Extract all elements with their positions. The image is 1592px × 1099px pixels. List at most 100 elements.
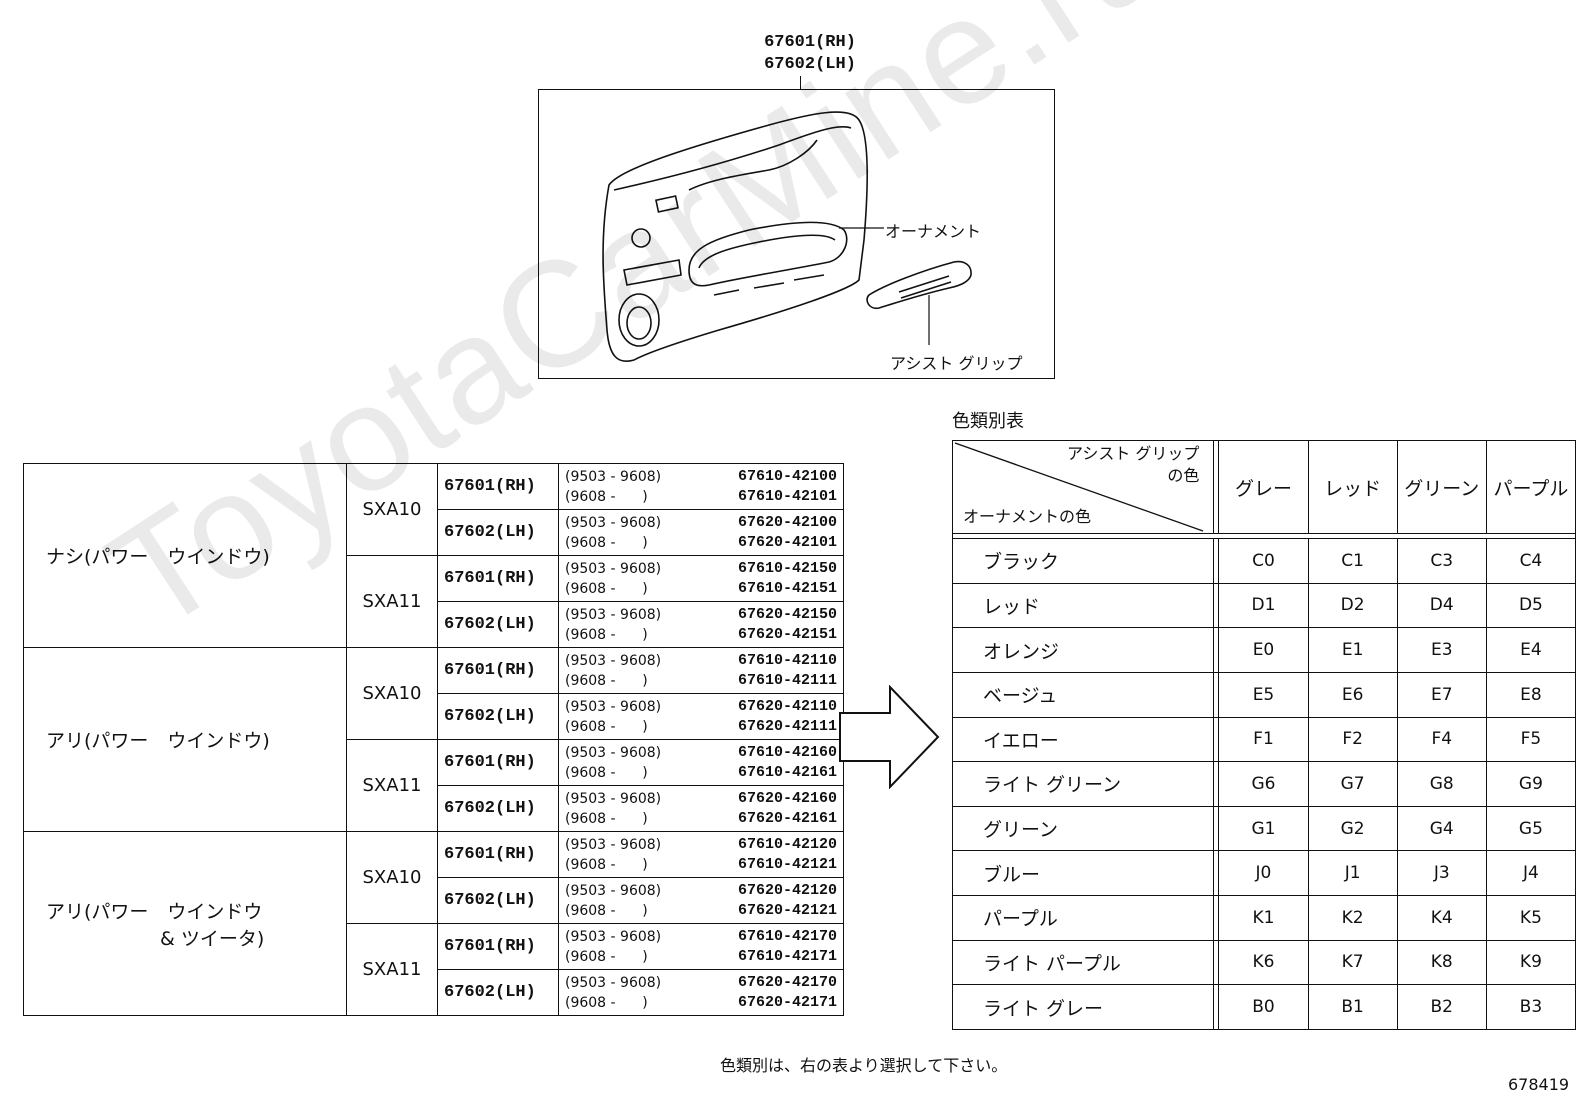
color-code-cell: G8	[1396, 761, 1487, 807]
color-table-corner: アシスト グリップ の色 オーナメントの色	[951, 440, 1215, 534]
color-code-cell: E6	[1307, 671, 1398, 718]
part-number-cell: 67602(LH)	[437, 509, 559, 556]
variant-line: (9608 - )67620-42151	[565, 625, 837, 645]
color-table-header-row: アシスト グリップ の色 オーナメントの色 グレー レッド グリーン パープル	[951, 440, 1577, 534]
ornament-color-name: パープル	[951, 895, 1215, 941]
condition-text: & ツイータ)	[46, 927, 265, 950]
condition-cell: ナシ(パワー ウインドウ)	[23, 463, 347, 648]
variant-cell: (9503 - 9608)67620-42170(9608 - )67620-4…	[558, 969, 844, 1016]
variant-period: (9503 - 9608)	[565, 974, 662, 991]
color-code-cell: K6	[1218, 939, 1309, 986]
variant-part-code: 67610-42160	[737, 743, 837, 761]
color-code-cell: J3	[1396, 850, 1487, 896]
parts-row: 67602(LH)(9503 - 9608)67620-42170(9608 -…	[24, 969, 844, 1016]
condition-text: アリ(パワー ウインドウ)	[46, 730, 270, 752]
color-code-cell: C4	[1485, 538, 1577, 584]
part-number-cell: 67602(LH)	[437, 785, 559, 832]
variant-line: (9608 - )67620-42121	[565, 901, 837, 921]
variant-period: (9503 - 9608)	[565, 652, 662, 669]
variant-period: (9608 - )	[565, 810, 648, 827]
variant-part-code: 67620-42100	[737, 513, 837, 531]
color-table-title: 色類別表	[952, 411, 1024, 432]
variant-line: (9608 - )67620-42161	[565, 809, 837, 829]
variant-part-code: 67620-42171	[737, 993, 837, 1011]
variant-period: (9503 - 9608)	[565, 698, 662, 715]
variant-part-code: 67610-42171	[737, 947, 837, 965]
variant-period: (9608 - )	[565, 718, 648, 735]
color-code-cell: E7	[1396, 671, 1487, 718]
variant-cell: (9503 - 9608)67620-42120(9608 - )67620-4…	[558, 877, 844, 924]
variant-cell: (9503 - 9608)67620-42100(9608 - )67620-4…	[558, 509, 844, 556]
variant-part-code: 67610-42110	[737, 651, 837, 669]
color-code-cell: K4	[1396, 895, 1487, 941]
parts-row: 67602(LH)(9503 - 9608)67620-42100(9608 -…	[24, 509, 844, 556]
corner-ornament-label: オーナメントの色	[963, 507, 1092, 526]
figure-number: 678419	[1508, 1075, 1570, 1094]
variant-part-code: 67610-42150	[737, 559, 837, 577]
variant-cell: (9503 - 9608)67610-42150(9608 - )67610-4…	[558, 555, 844, 602]
color-code-cell: E0	[1218, 627, 1309, 673]
model-cell: SXA10	[346, 463, 438, 556]
parts-row: 67602(LH) (9503 - 9608)67620-42160(9608 -…	[24, 785, 844, 832]
variant-part-code: 67610-42121	[737, 855, 837, 873]
variant-line: (9503 - 9608)67620-42160	[565, 789, 837, 809]
door-trim-illustration	[538, 89, 1055, 379]
footer-note: 色類別は、右の表より選択して下さい。	[720, 1056, 1008, 1075]
variant-part-code: 67610-42151	[737, 579, 837, 597]
color-code-cell: G6	[1218, 761, 1309, 807]
variant-line: (9503 - 9608)67610-42120	[565, 835, 837, 855]
variant-period: (9608 - )	[565, 534, 648, 551]
part-number-cell: 67601(RH)	[437, 739, 559, 786]
callout-assist-grip: アシスト グリップ	[890, 354, 1023, 373]
variant-line: (9608 - )67610-42121	[565, 855, 837, 875]
color-code-cell: K1	[1218, 895, 1309, 941]
color-table: アシスト グリップ の色 オーナメントの色 グレー レッド グリーン パープル …	[951, 440, 1577, 1030]
color-code-cell: G9	[1485, 761, 1577, 807]
header-part-numbers: 67601(RH) 67602(LH)	[745, 32, 875, 76]
color-col-header: レッド	[1307, 440, 1398, 534]
color-code-cell: J0	[1218, 850, 1309, 896]
part-number-cell: 67602(LH)	[437, 601, 559, 648]
variant-period: (9608 - )	[565, 626, 648, 643]
color-code-cell: C1	[1307, 538, 1398, 584]
condition-cell: アリ(パワー ウインドウ & ツイータ)	[23, 831, 347, 1016]
variant-part-code: 67610-42170	[737, 927, 837, 945]
corner-diagonal	[954, 442, 1204, 532]
ornament-color-name: レッド	[951, 582, 1215, 629]
variant-part-code: 67610-42161	[737, 763, 837, 781]
variant-part-code: 67610-42100	[737, 467, 837, 485]
variant-line: (9608 - )67610-42171	[565, 947, 837, 967]
color-code-cell: G4	[1396, 805, 1487, 852]
variant-part-code: 67620-42150	[737, 605, 837, 623]
ornament-color-name: ライト パープル	[951, 939, 1215, 986]
variant-period: (9503 - 9608)	[565, 606, 662, 623]
corner-grip-label: アシスト グリップ の色	[1067, 443, 1199, 487]
condition-text: ナシ(パワー ウインドウ)	[46, 546, 270, 568]
variant-line: (9503 - 9608)67620-42120	[565, 881, 837, 901]
model-cell: SXA10	[346, 647, 438, 740]
part-number-cell: 67601(RH)	[437, 647, 559, 694]
model-cell: SXA11	[346, 739, 438, 832]
variant-line: (9503 - 9608)67620-42110	[565, 697, 837, 717]
variant-line: (9608 - )67620-42111	[565, 717, 837, 737]
variant-line: (9503 - 9608)67610-42150	[565, 559, 837, 579]
model-cell: SXA11	[346, 555, 438, 648]
variant-part-code: 67620-42121	[737, 901, 837, 919]
variant-period: (9608 - )	[565, 672, 648, 689]
ornament-color-name: グリーン	[951, 805, 1215, 852]
color-code-cell: C0	[1218, 538, 1309, 584]
color-code-cell: J4	[1485, 850, 1577, 896]
color-code-cell: B1	[1307, 984, 1398, 1030]
parts-row: 67602(LH) (9503 - 9608) 67620-42150 (9608 -…	[24, 601, 844, 648]
part-number-cell: 67602(LH)	[437, 693, 559, 740]
variant-line: (9503 - 9608) 67610-42110	[565, 651, 837, 671]
variant-part-code: 67620-42170	[737, 973, 837, 991]
variant-cell: (9503 - 9608)67610-42170(9608 - )67610-4…	[558, 923, 844, 970]
variant-cell: (9503 - 9608)67610-42100(9608 - )67610-4…	[558, 463, 844, 510]
